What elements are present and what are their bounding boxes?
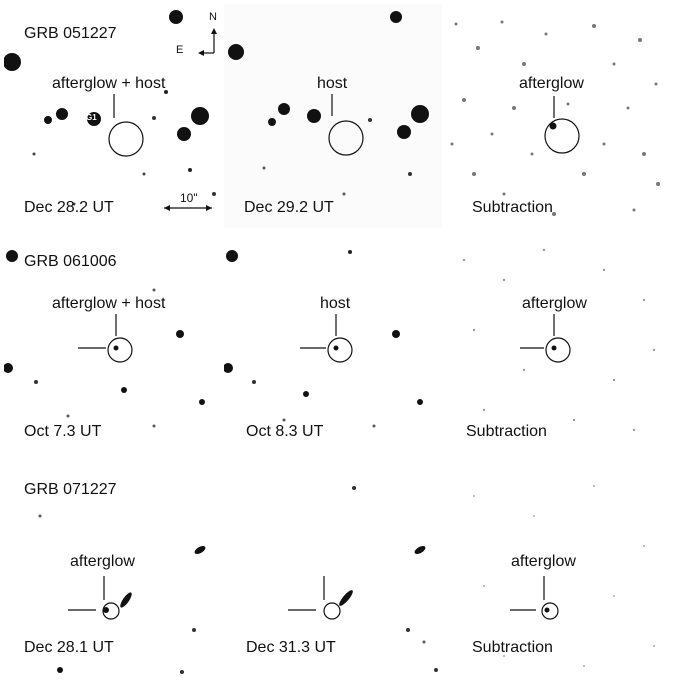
scale-bar-label: 10" — [180, 191, 198, 205]
starfield-r2-c2 — [224, 250, 423, 428]
panel-date: Subtraction — [466, 423, 547, 440]
panel-r1-c3: afterglow Subtraction — [444, 4, 668, 228]
panel-label: afterglow — [70, 553, 135, 570]
compass-east-label: E — [176, 44, 184, 56]
panel-label: afterglow + host — [52, 75, 166, 92]
starfield-r1-c1 — [4, 10, 217, 211]
grb-title: GRB 071227 — [24, 481, 117, 498]
panel-date: Dec 28.1 UT — [24, 639, 114, 656]
starfield-r3-c3 — [473, 485, 655, 667]
starfield-r1-c3 — [450, 20, 660, 216]
panel-date: Subtraction — [472, 639, 553, 656]
starfield-r2-c3 — [462, 248, 656, 432]
panel-r2-c2: host Oct 8.3 UT — [224, 230, 442, 452]
panel-date: Oct 7.3 UT — [24, 423, 102, 440]
panel-r3-c1: GRB 071227 afterglow Dec 28.1 UT — [4, 456, 222, 682]
starfield-r3-c2 — [288, 486, 438, 672]
panel-date: Dec 28.2 UT — [24, 199, 114, 216]
panel-date: Dec 31.3 UT — [246, 639, 336, 656]
panel-r1-c2: host Dec 29.2 UT — [224, 4, 442, 228]
panel-r3-c2: Dec 31.3 UT — [224, 456, 442, 682]
starfield-r3-c1 — [38, 514, 206, 674]
panel-label: afterglow — [519, 75, 584, 92]
panel-r2-c3: afterglow Subtraction — [444, 230, 668, 452]
grb-title: GRB 051227 — [24, 25, 117, 42]
panel-date: Subtraction — [472, 199, 553, 216]
panel-date: Dec 29.2 UT — [244, 199, 334, 216]
grb-title: GRB 061006 — [24, 253, 117, 270]
panel-label: host — [320, 295, 351, 312]
panel-r3-c3: afterglow Subtraction — [444, 456, 668, 682]
panel-date: Oct 8.3 UT — [246, 423, 324, 440]
panel-r1-c1: GRB 051227 afterglow + host N E G1 10" D… — [4, 4, 222, 228]
panel-label: afterglow — [511, 553, 576, 570]
starfield-r1-c2 — [224, 4, 442, 228]
panel-label: afterglow — [522, 295, 587, 312]
panel-label: host — [317, 75, 348, 92]
starfield-r2-c1 — [4, 250, 205, 428]
compass-north-label: N — [209, 11, 217, 23]
panel-r2-c1: GRB 061006 afterglow + host Oct 7.3 UT — [4, 230, 222, 452]
galaxy-tag: G1 — [86, 113, 97, 122]
panel-label: afterglow + host — [52, 295, 166, 312]
